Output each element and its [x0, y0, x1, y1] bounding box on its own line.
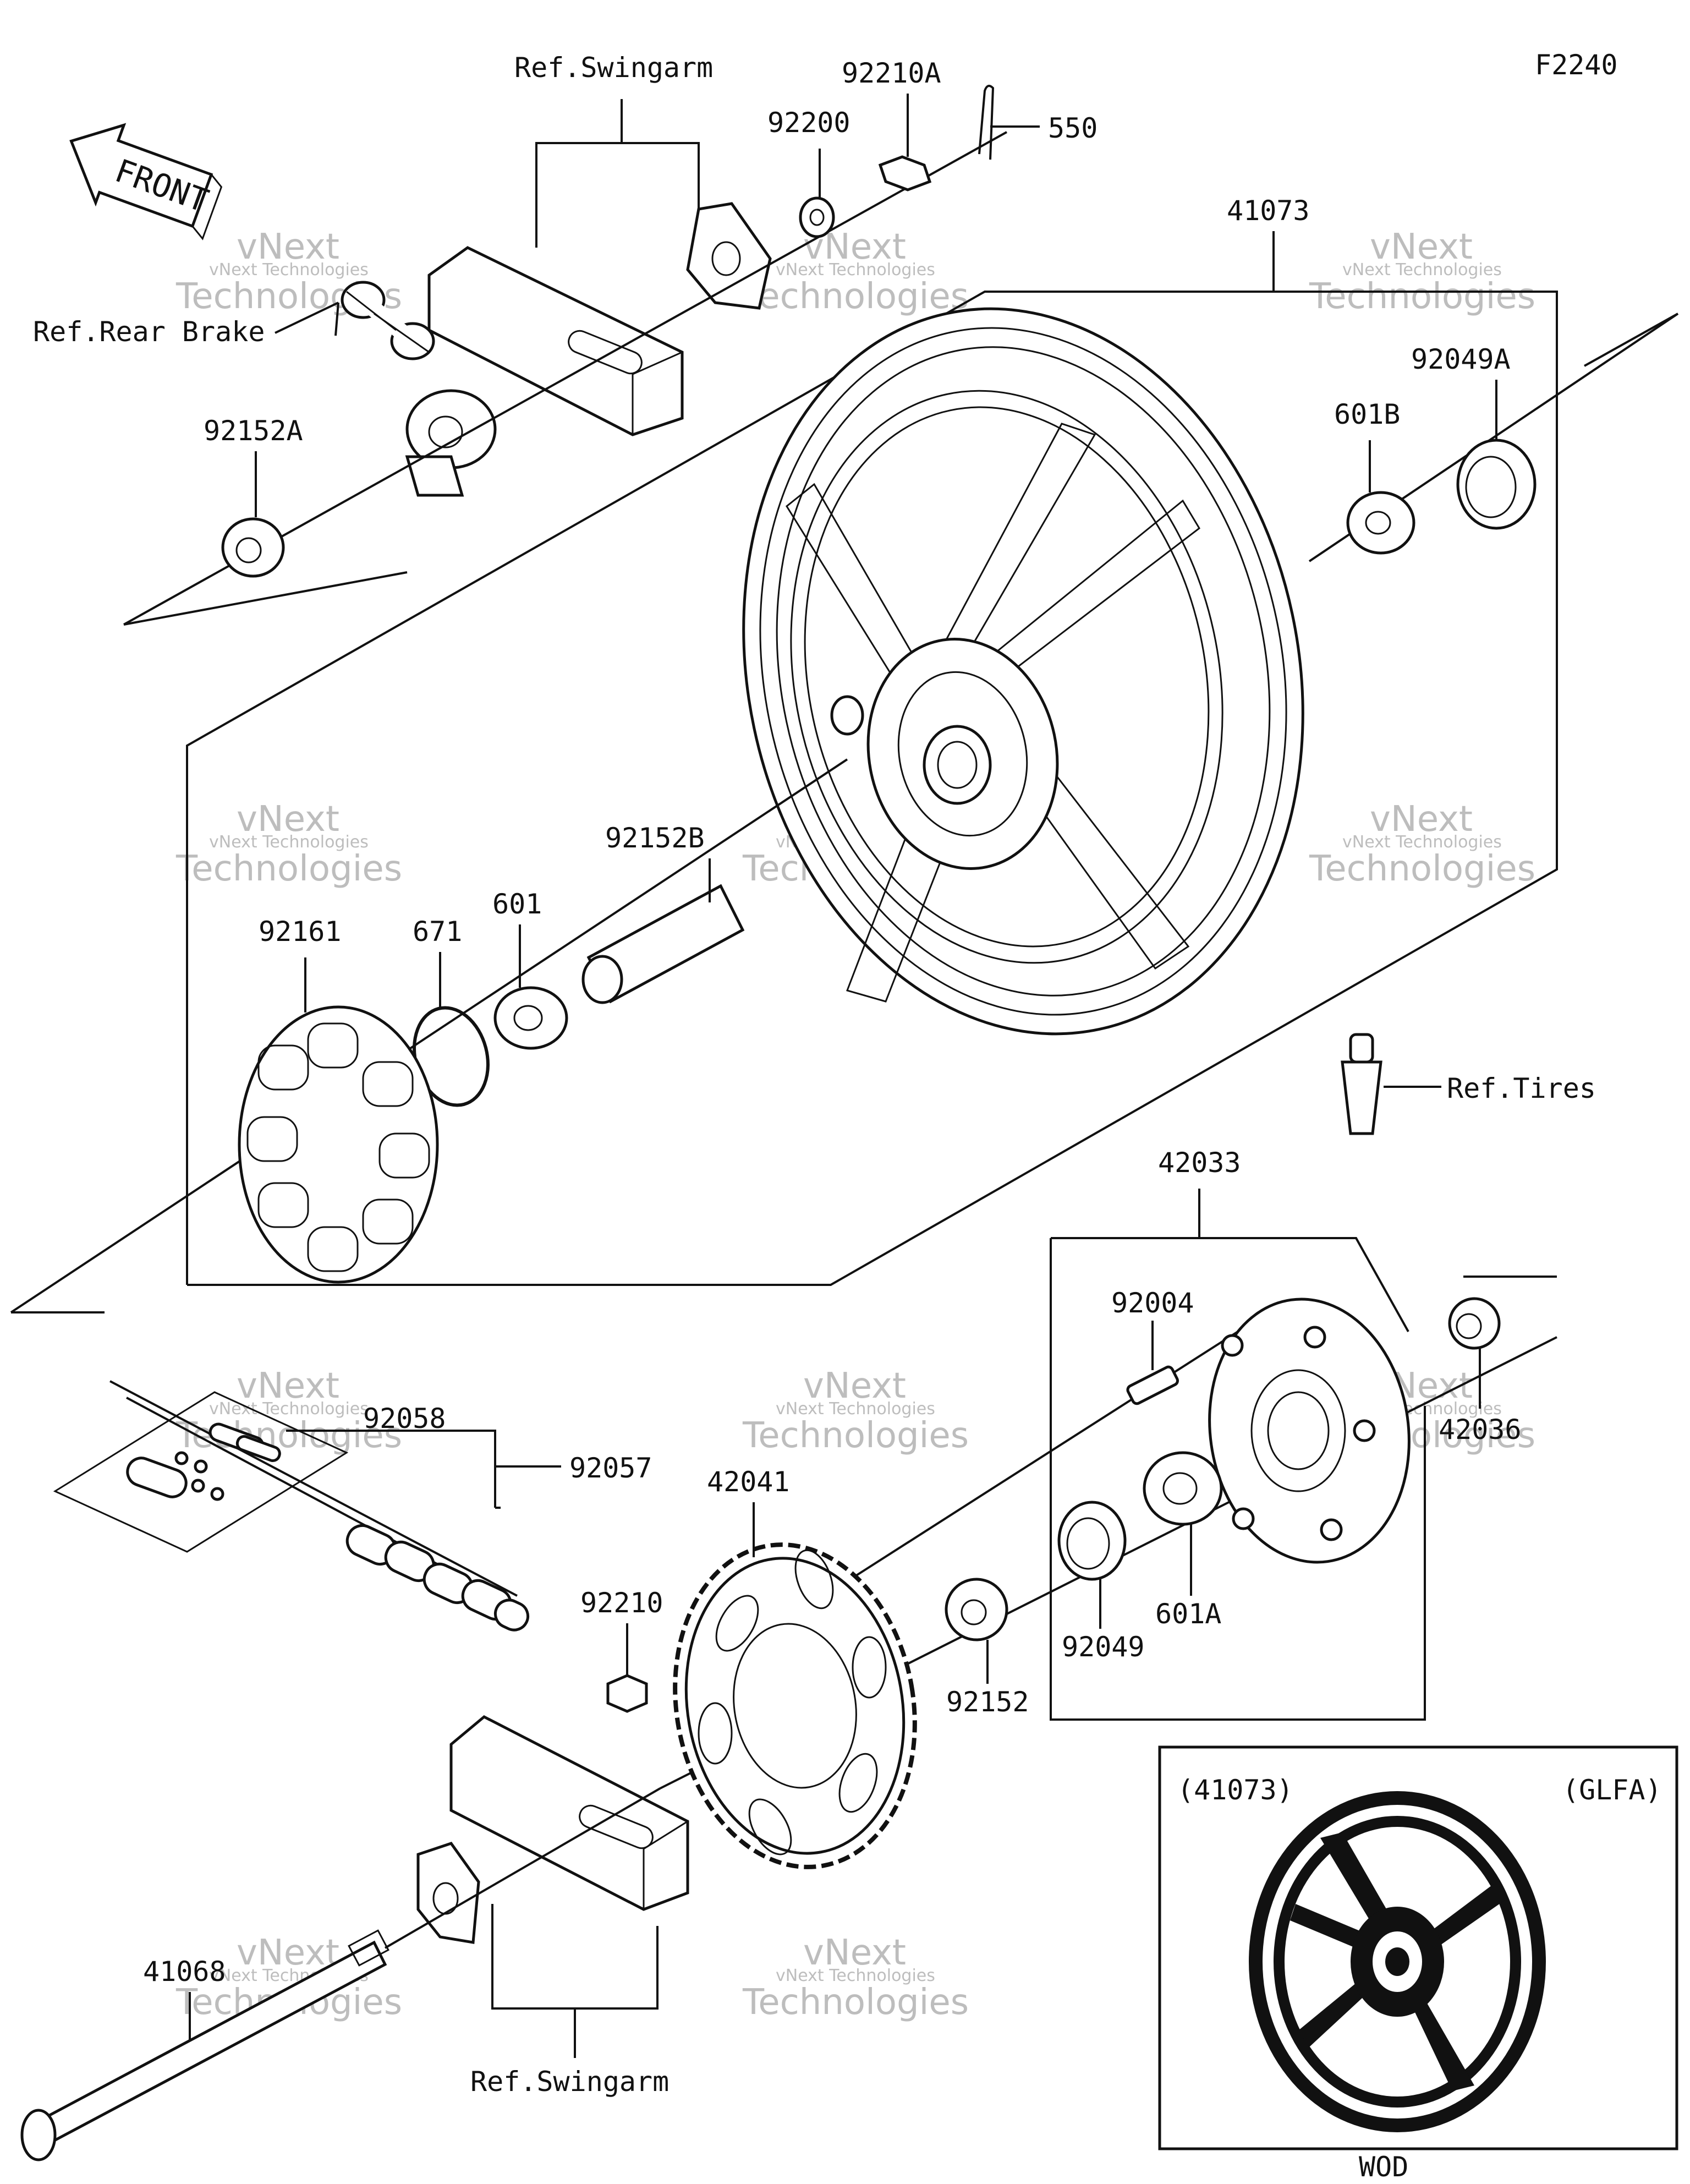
label-92152B: 92152B — [605, 822, 705, 854]
ref-swingarm-top-bracket: Ref.Swingarm — [514, 52, 713, 248]
rear-wheel — [742, 307, 1304, 1036]
sprocket-hub — [1208, 1298, 1411, 1564]
label-92152A: 92152A — [204, 415, 303, 447]
label-671: 671 — [413, 916, 462, 948]
label-92210: 92210 — [580, 1587, 663, 1619]
watermark-vnext: vNext — [1370, 799, 1473, 840]
part-92152A: 92152A — [204, 415, 303, 578]
watermark-vnext: vNext — [803, 1933, 906, 1973]
chain-links — [345, 1524, 530, 1632]
label-ref-swingarm-bottom: Ref.Swingarm — [470, 2066, 669, 2098]
label-42041: 42041 — [707, 1466, 790, 1498]
watermark-technologies: Technologies — [1309, 849, 1535, 889]
part-92152: 92152 — [945, 1578, 1029, 1718]
part-601B: 601B — [1334, 398, 1415, 555]
label-42033: 42033 — [1158, 1147, 1241, 1179]
label-ref-rear-brake: Ref.Rear Brake — [33, 316, 265, 348]
label-92057: 92057 — [569, 1452, 652, 1484]
swingarm-bottom-part — [416, 1715, 689, 1944]
label-550: 550 — [1048, 112, 1098, 144]
watermark-technologies: Technologies — [742, 276, 969, 317]
watermark-vnext: vNext — [237, 799, 339, 840]
part-92152B: 92152B — [581, 822, 745, 1004]
label-92152: 92152 — [946, 1686, 1029, 1718]
part-42041: 42041 — [673, 1466, 917, 1869]
ref-swingarm-bottom-bracket: Ref.Swingarm — [470, 1904, 669, 2098]
part-92058: 92058 — [126, 1403, 496, 1508]
watermark-line: vNext Technologies — [209, 260, 369, 280]
watermark-technologies: Technologies — [175, 849, 402, 889]
watermark-vnext: vNext — [1370, 227, 1473, 267]
part-601A: 601A — [1143, 1451, 1223, 1630]
label-92049A: 92049A — [1411, 343, 1511, 375]
inset-part-ref: (41073) — [1177, 1774, 1293, 1806]
label-92161: 92161 — [259, 916, 342, 948]
inset-caption: WOD — [1359, 2151, 1408, 2183]
variant-inset: (41073) (GLFA) WOD — [1158, 1745, 1678, 2183]
label-ref-swingarm-top: Ref.Swingarm — [514, 52, 713, 84]
watermark-technologies: Technologies — [742, 1982, 969, 2023]
part-601: 601 — [492, 888, 568, 1050]
watermark-line: vNext Technologies — [1342, 833, 1502, 852]
inset-variant: (GLFA) — [1562, 1774, 1662, 1806]
part-92049: 92049 — [1057, 1501, 1145, 1663]
rear-brake-link: Ref.Rear Brake — [33, 281, 497, 497]
label-92210A: 92210A — [842, 57, 941, 89]
front-arrow: FRONT — [69, 123, 223, 240]
watermark-line: vNext Technologies — [776, 1966, 935, 1985]
chain-assembly: 92058 92057 — [53, 1380, 652, 1632]
label-92058: 92058 — [363, 1403, 446, 1435]
watermark-line: vNext Technologies — [776, 260, 935, 280]
part-550: 550 — [978, 85, 1098, 160]
label-601A: 601A — [1155, 1598, 1221, 1630]
part-92004: 92004 — [1111, 1287, 1194, 1405]
part-92049A: 92049A — [1411, 343, 1537, 530]
watermark-vnext: vNext — [237, 1933, 339, 1973]
figure-code: F2240 — [1535, 49, 1618, 81]
part-42036: 42036 — [1439, 1297, 1522, 1446]
watermark-line: vNext Technologies — [776, 1399, 935, 1419]
watermark-technologies: Technologies — [742, 1415, 969, 1456]
part-92200: 92200 — [767, 107, 851, 238]
watermark-vnext: vNext — [237, 227, 339, 267]
label-601B: 601B — [1334, 398, 1400, 430]
part-41068: 41068 — [20, 1787, 661, 2161]
watermark-line: vNext Technologies — [1342, 260, 1502, 280]
label-92004: 92004 — [1111, 1287, 1194, 1319]
watermark-vnext: vNext — [803, 1366, 906, 1406]
label-92200: 92200 — [767, 107, 851, 139]
part-92161: 92161 — [238, 916, 439, 1284]
label-92049: 92049 — [1062, 1631, 1145, 1663]
part-92210: 92210 — [580, 1587, 663, 1713]
part-92210A: 92210A — [842, 57, 941, 191]
hub-group-frame: 42033 — [1050, 1147, 1426, 1721]
watermark-vnext: vNext — [237, 1366, 339, 1406]
label-42036: 42036 — [1439, 1414, 1522, 1446]
wheel-group-frame — [186, 231, 1558, 1286]
label-ref-tires: Ref.Tires — [1447, 1072, 1596, 1104]
label-41068: 41068 — [143, 1956, 226, 1988]
label-41073: 41073 — [1227, 195, 1310, 227]
watermark-technologies: Technologies — [1309, 276, 1535, 317]
watermark-line: vNext Technologies — [209, 833, 369, 852]
valve-stem: Ref.Tires — [1341, 1033, 1596, 1135]
label-601: 601 — [492, 888, 542, 920]
